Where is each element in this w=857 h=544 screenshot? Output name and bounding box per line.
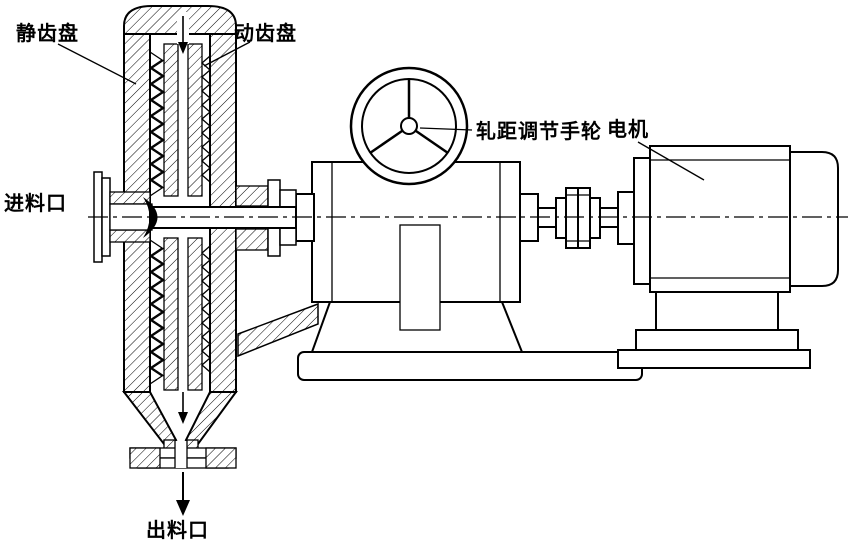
motor-pedestal bbox=[655, 291, 779, 331]
pedestal-right-edge bbox=[501, 301, 523, 353]
cone-flow-arrow-head bbox=[178, 412, 188, 424]
gearbox-body bbox=[295, 161, 539, 331]
coupling-assembly bbox=[537, 187, 619, 249]
motor-assembly bbox=[617, 145, 839, 369]
static-teeth-lower bbox=[148, 239, 164, 385]
motor-front-cap bbox=[633, 157, 651, 285]
outlet-arrow-head bbox=[176, 500, 190, 516]
motor-body bbox=[649, 145, 791, 293]
gland-top-block bbox=[235, 185, 269, 207]
gearbox-pedestal bbox=[311, 301, 523, 353]
leader-lines bbox=[57, 41, 705, 181]
moving-teeth-lower bbox=[150, 247, 166, 377]
handwheel-hub bbox=[400, 117, 418, 135]
moving-teeth-upper bbox=[150, 59, 166, 189]
label-outlet: 出料口 bbox=[146, 518, 209, 542]
inlet-pipe-bottom-wall bbox=[109, 229, 151, 243]
moving-disc-lower-left bbox=[163, 237, 179, 391]
gland-bottom-block bbox=[235, 228, 269, 251]
handwheel bbox=[349, 66, 469, 186]
flow-arrows bbox=[176, 12, 190, 516]
pedestal-left-edge bbox=[311, 301, 331, 353]
coupling-ring-left bbox=[555, 197, 567, 239]
leader-static-disc bbox=[57, 43, 137, 85]
right-teeth-lower bbox=[201, 245, 211, 373]
moving-disc-upper-left bbox=[163, 43, 179, 197]
label-static-disc: 静齿盘 bbox=[16, 21, 79, 45]
mill-assembly bbox=[93, 5, 297, 469]
motor-shaft-bearing bbox=[617, 191, 635, 245]
outlet-cone-right bbox=[184, 391, 238, 446]
coupling-disc-right bbox=[577, 187, 591, 249]
bed-plate bbox=[297, 351, 643, 381]
top-flow-arrow-head bbox=[178, 42, 188, 54]
machine-bed bbox=[297, 351, 643, 381]
outlet-cone-left bbox=[121, 391, 178, 446]
outlet-flange-right-block bbox=[205, 447, 237, 469]
handwheel-spoke-left bbox=[369, 129, 403, 155]
outlet-bore bbox=[175, 441, 187, 468]
motor-foot bbox=[635, 329, 799, 351]
moving-disc-upper-right bbox=[187, 43, 203, 197]
handwheel-spoke-right bbox=[415, 129, 449, 155]
leader-moving-disc bbox=[203, 41, 251, 67]
right-teeth-upper bbox=[201, 55, 211, 183]
gearbox-lower-window bbox=[399, 224, 441, 331]
coupling-ring-right bbox=[589, 197, 601, 239]
leader-handwheel bbox=[419, 127, 473, 131]
leader-motor bbox=[637, 141, 705, 181]
grinding-teeth bbox=[148, 51, 211, 385]
label-inlet: 进料口 bbox=[4, 191, 67, 215]
label-motor: 电机 bbox=[607, 117, 649, 141]
label-moving-disc: 动齿盘 bbox=[234, 21, 297, 45]
motor-base-plate bbox=[617, 349, 811, 369]
motor-rear-cap bbox=[789, 151, 839, 287]
moving-disc-lower-right bbox=[187, 237, 203, 391]
label-gap-handwheel: 轧距调节手轮 bbox=[476, 119, 602, 143]
coupling-disc-left bbox=[565, 187, 579, 249]
outlet-flange-left-block bbox=[129, 447, 161, 469]
static-teeth-upper bbox=[148, 51, 164, 197]
support-strut bbox=[237, 302, 319, 358]
